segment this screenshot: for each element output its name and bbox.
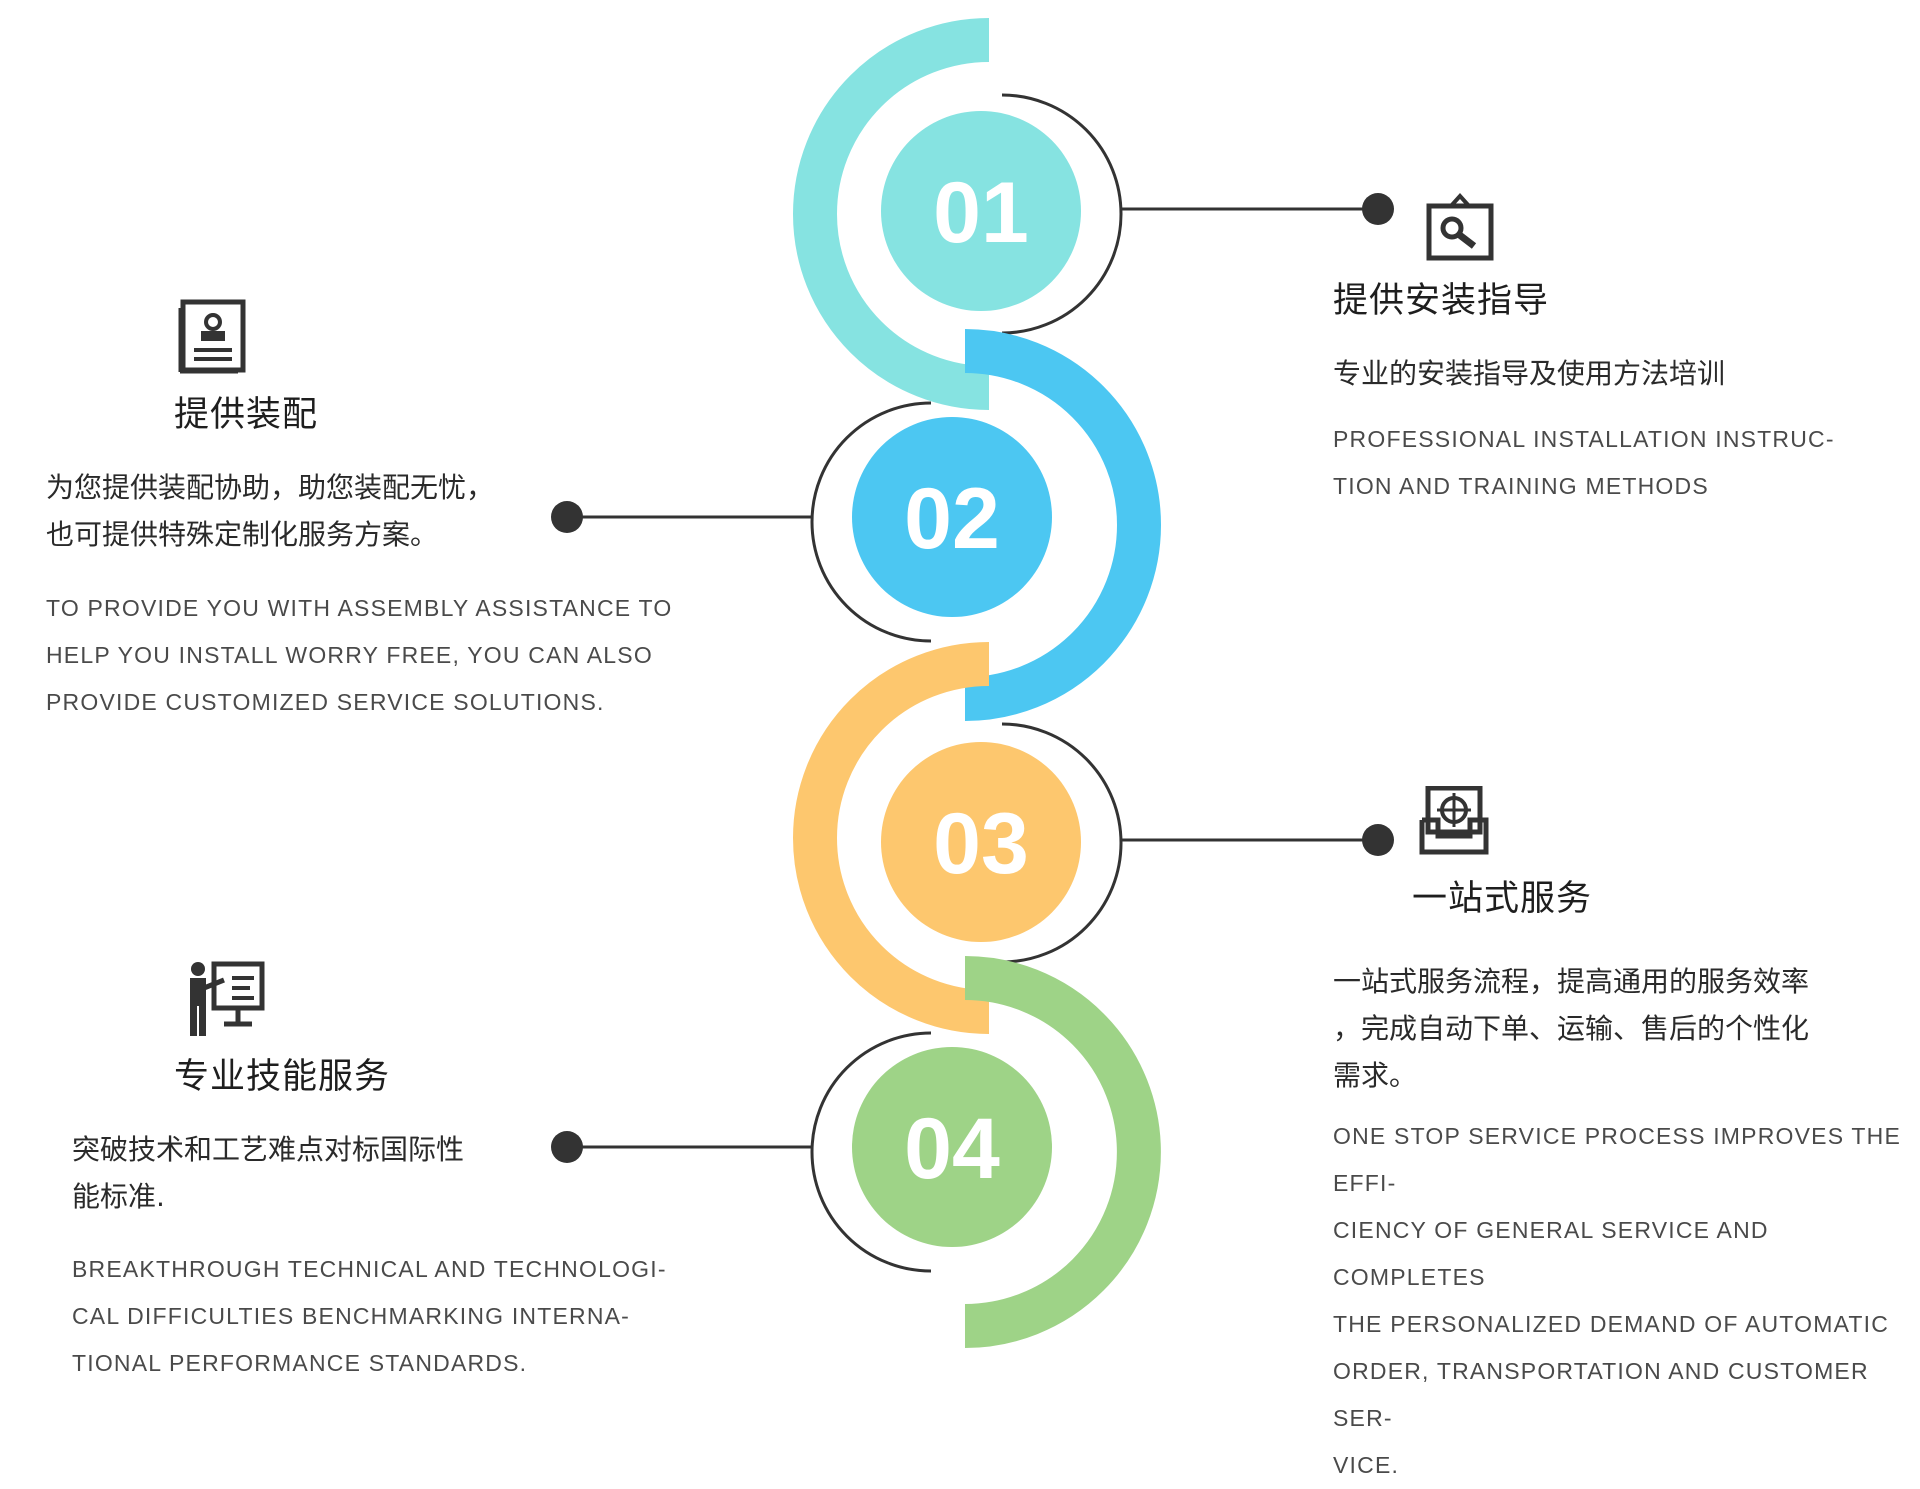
step-02-en-line: TO PROVIDE YOU WITH ASSEMBLY ASSISTANCE … (46, 595, 673, 621)
step-02-circle (852, 417, 1052, 617)
step-02-title: 提供装配 (174, 395, 319, 435)
step-03-en-line: ONE STOP SERVICE PROCESS IMPROVES THE EF… (1333, 1123, 1902, 1196)
step-04-zh-desc: 突破技术和工艺难点对标国际性 能标准. (72, 1126, 552, 1220)
step-01-colored-arc (793, 18, 990, 410)
step-04-text: 专业技能服务 (174, 1048, 390, 1099)
step-03-en-line: VICE. (1333, 1452, 1400, 1478)
step-04-en-desc: BREAKTHROUGH TECHNICAL AND TECHNOLOGI- C… (72, 1246, 712, 1387)
step-02-en-line: HELP YOU INSTALL WORRY FREE, YOU CAN ALS… (46, 642, 653, 668)
step-02-colored-arc (964, 329, 1161, 721)
step-02-en-desc: TO PROVIDE YOU WITH ASSEMBLY ASSISTANCE … (46, 585, 706, 726)
step-02-en-line: PROVIDE CUSTOMIZED SERVICE SOLUTIONS. (46, 689, 605, 715)
screen-wrench-icon (1426, 193, 1494, 261)
step-04-en-line: TIONAL PERFORMANCE STANDARDS. (72, 1350, 528, 1376)
step-03-en-line: THE PERSONALIZED DEMAND OF AUTOMATIC (1333, 1311, 1890, 1337)
step-02-number: 02 (904, 471, 1000, 567)
step-02-zh-line: 也可提供特殊定制化服务方案。 (46, 518, 439, 551)
step-01-connector-dot (1362, 193, 1394, 225)
step-04-ring (810, 1031, 932, 1273)
step-01-zh-line: 专业的安装指导及使用方法培训 (1333, 357, 1726, 390)
step-03-ring (1001, 722, 1123, 964)
id-card-person-icon (178, 299, 246, 374)
step-02-ring (810, 401, 932, 643)
step-01-en-line: PROFESSIONAL INSTALLATION INSTRUC- (1333, 426, 1835, 452)
step-01-circle (881, 111, 1081, 311)
step-03-zh-line: 需求。 (1333, 1059, 1418, 1092)
step-04-colored-arc (964, 956, 1161, 1348)
step-03-number: 03 (933, 796, 1029, 892)
presenter-board-icon (190, 961, 265, 1036)
step-01-ring (1001, 93, 1123, 335)
step-03-zh-line: 一站式服务流程，提高通用的服务效率 (1333, 965, 1810, 998)
step-04-title: 专业技能服务 (174, 1057, 391, 1097)
step-03-en-line: CIENCY OF GENERAL SERVICE AND COMPLETES (1333, 1217, 1769, 1290)
step-04-zh-line: 突破技术和工艺难点对标国际性 (72, 1133, 465, 1166)
step-03-text: 一站式服务 (1412, 870, 1592, 921)
step-04-en-line: CAL DIFFICULTIES BENCHMARKING INTERNA- (72, 1303, 631, 1329)
step-01-title: 提供安装指导 (1333, 281, 1550, 321)
step-03-zh-line: ，完成自动下单、运输、售后的个性化 (1333, 1012, 1810, 1045)
step-01-en-line: TION AND TRAINING METHODS (1333, 473, 1709, 499)
inbox-target-icon (1419, 786, 1489, 855)
step-04-number: 04 (904, 1101, 1000, 1197)
step-01-zh-desc: 专业的安装指导及使用方法培训 (1333, 350, 1893, 397)
step-04-zh-line: 能标准. (72, 1180, 165, 1213)
step-03-title: 一站式服务 (1412, 879, 1593, 919)
step-01-en-desc: PROFESSIONAL INSTALLATION INSTRUC- TION … (1333, 416, 1893, 510)
step-01-number: 01 (933, 165, 1029, 261)
step-03-en-line: ORDER, TRANSPORTATION AND CUSTOMER SER- (1333, 1358, 1869, 1431)
step-01-text: 提供安装指导 (1333, 272, 1549, 323)
step-02-zh-desc: 为您提供装配协助，助您装配无忧， 也可提供特殊定制化服务方案。 (46, 464, 566, 558)
step-04-connector-dot (551, 1131, 583, 1163)
step-03-connector-dot (1362, 824, 1394, 856)
step-02-zh-line: 为您提供装配协助，助您装配无忧， (46, 471, 495, 504)
step-03-colored-arc (793, 642, 990, 1034)
step-03-circle (881, 742, 1081, 942)
step-04-en-line: BREAKTHROUGH TECHNICAL AND TECHNOLOGI- (72, 1256, 667, 1282)
step-03-zh-desc: 一站式服务流程，提高通用的服务效率 ，完成自动下单、运输、售后的个性化 需求。 (1333, 958, 1903, 1099)
step-04-circle (852, 1047, 1052, 1247)
step-02-text: 提供装配 (174, 386, 318, 437)
step-03-en-desc: ONE STOP SERVICE PROCESS IMPROVES THE EF… (1333, 1113, 1913, 1489)
step-02-connector-dot (551, 501, 583, 533)
